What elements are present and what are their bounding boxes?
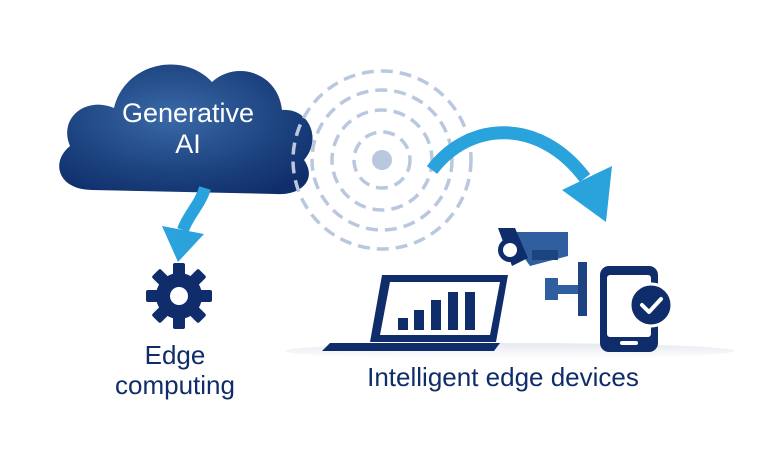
security-camera-icon <box>498 228 587 316</box>
edge-computing-line2: computing <box>115 369 235 400</box>
cloud-label: Generative AI <box>100 98 276 160</box>
cloud-label-line2: AI <box>175 129 201 160</box>
edge-computing-label: Edge computing <box>105 340 245 401</box>
laptop-icon <box>322 275 508 351</box>
arrow-curve-icon <box>426 126 612 222</box>
arrow-down-icon <box>162 186 211 262</box>
devices-label: Intelligent edge devices <box>367 362 639 392</box>
cloud-icon <box>59 64 313 195</box>
smartphone-check-icon <box>600 266 674 352</box>
cloud-label-line1: Generative <box>121 98 255 128</box>
gear-icon <box>146 263 212 329</box>
edge-computing-line1: Edge <box>144 340 206 370</box>
